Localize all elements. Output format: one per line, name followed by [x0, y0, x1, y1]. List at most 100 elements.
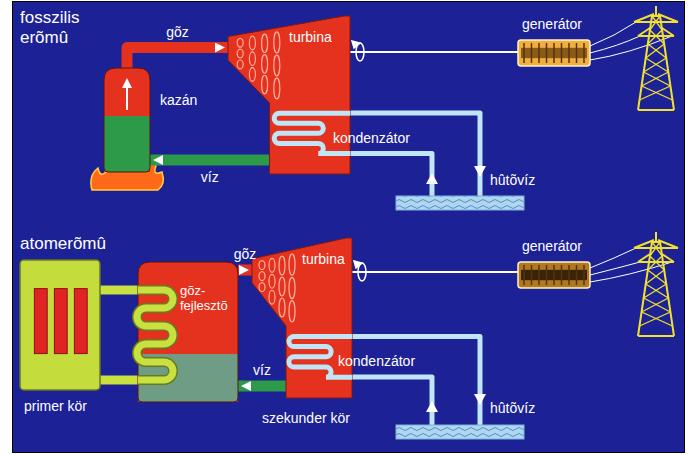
reactor-shape [20, 260, 100, 390]
generator-shape [523, 43, 525, 63]
turbine-shape [269, 274, 275, 288]
generator-shape [583, 43, 585, 63]
turbine-shape [279, 298, 285, 317]
boiler-shape [104, 68, 150, 172]
pylon [634, 6, 678, 110]
generator-shape [531, 265, 533, 285]
flow-arrow [474, 166, 486, 177]
reactor-shape [20, 260, 100, 390]
shaft [352, 271, 518, 273]
boiler-shape [122, 78, 132, 88]
pipe-label: gõz [166, 24, 189, 40]
cooling-water-pipe [352, 377, 432, 427]
generator-shape [538, 265, 540, 285]
turbine-shape [274, 32, 280, 53]
flow-arrow [474, 394, 486, 405]
steam-generator-shape [137, 290, 173, 380]
turbine-shape [262, 75, 268, 94]
rotation-symbol [354, 261, 362, 268]
power-line [590, 22, 636, 46]
steam-generator-label: gõz- fejlesztõ [180, 284, 238, 314]
steam-generator-shape [137, 262, 238, 402]
generator-shape [561, 265, 563, 285]
turbine-shape [228, 16, 350, 174]
turbine: turbinakondenzátor [228, 16, 350, 174]
generator-shape [518, 40, 590, 66]
generator-shape [523, 265, 525, 285]
pipe-label: víz [253, 362, 271, 378]
generator-shape [553, 265, 555, 285]
generator-shape [576, 43, 578, 63]
cooling-water-pipe [352, 337, 480, 428]
water-pipe [150, 155, 269, 166]
turbine-shape [269, 290, 275, 304]
pipe-label: víz [201, 169, 219, 185]
generator-shape [518, 40, 590, 66]
pipe-label: gõz [234, 246, 257, 262]
panel-heading: fosszilis erõmû [20, 8, 110, 47]
generator-shape [568, 43, 570, 63]
turbine-shape [259, 283, 265, 292]
circuit-label: szekunder kör [262, 410, 350, 426]
generator-shape [561, 43, 563, 63]
steam-generator: gõz- fejlesztõ [138, 262, 238, 402]
turbine-shape [252, 238, 352, 398]
turbine-label: turbina [289, 29, 332, 45]
generator-shape [531, 43, 533, 63]
generator-shape [546, 265, 548, 285]
generator-shape [576, 265, 578, 285]
generator-label: generátor [522, 16, 582, 32]
cooling-water [396, 196, 524, 210]
generator-shape [583, 265, 585, 285]
turbine-shape [279, 277, 285, 296]
turbine-shape [289, 277, 295, 298]
steam-pipe [127, 48, 228, 68]
boiler-shape [104, 68, 150, 172]
shaft [350, 51, 518, 53]
turbine-shape [269, 258, 275, 272]
generator-shape [518, 262, 590, 288]
steam-generator-shape [138, 262, 238, 402]
condenser-label: kondenzátor [333, 130, 410, 146]
boiler: kazán [104, 68, 150, 172]
rotation-symbol [352, 41, 360, 48]
turbine-shape [249, 68, 255, 82]
flow-label: hûtõvíz [490, 400, 535, 416]
generator: generátor [518, 262, 590, 288]
primary-pipe [100, 376, 138, 385]
cooling-water [396, 425, 524, 439]
steam-pipe [238, 265, 252, 276]
turbine-shape [289, 254, 295, 275]
turbine-shape [259, 261, 265, 270]
turbine-shape [279, 256, 285, 275]
turbine-shape [249, 36, 255, 50]
turbine-shape [252, 238, 352, 398]
generator-shape [538, 43, 540, 63]
boiler-label: kazán [160, 92, 197, 108]
turbine-shape [249, 52, 255, 66]
generator-label: generátor [522, 238, 582, 254]
generator-shape [568, 265, 570, 285]
steam-generator-shape [138, 262, 238, 402]
flow-arrow [426, 401, 438, 412]
turbine-label: turbina [302, 251, 345, 267]
turbine-shape [289, 301, 295, 322]
turbine-shape [274, 78, 280, 99]
turbine-shape [237, 49, 243, 58]
turbine-shape [259, 272, 265, 281]
reactor-label: primer kör [24, 398, 87, 414]
cooling-water-pipe [350, 113, 480, 427]
generator-shape [518, 262, 590, 288]
turbine-shape [274, 55, 280, 76]
boiler-shape [104, 68, 150, 172]
turbine-shape [228, 16, 350, 174]
steam-generator-shape [137, 290, 173, 380]
condenser-label: kondenzátor [338, 353, 415, 369]
cooling-water-pipe [350, 113, 480, 198]
turbine-shape [262, 34, 268, 53]
steam-generator-shape [138, 262, 238, 402]
turbine-shape [262, 55, 268, 74]
generator-shape [546, 43, 548, 63]
boiler-shape [104, 68, 150, 172]
reactor-shape [54, 289, 67, 354]
